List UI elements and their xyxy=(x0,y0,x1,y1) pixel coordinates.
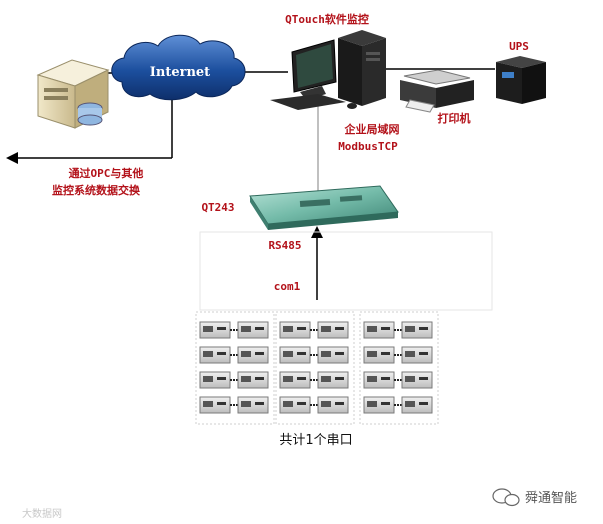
lan-label-line2: ModbusTCP xyxy=(338,140,398,153)
serial-device-groups xyxy=(195,311,439,425)
serial-device-icon xyxy=(401,346,433,364)
qt243-gateway-icon xyxy=(249,185,399,230)
serial-device-icon xyxy=(279,371,311,389)
qt243-label: QT243 xyxy=(201,201,234,214)
device-group-frame xyxy=(275,311,355,425)
serial-device-icon xyxy=(363,371,395,389)
serial-device-icon xyxy=(279,321,311,339)
watermark-left: 大数据网 xyxy=(22,507,62,520)
ups-label: UPS xyxy=(509,40,529,53)
watermark-right: 舜通智能 xyxy=(525,491,577,506)
serial-device-icon xyxy=(401,321,433,339)
server-icon xyxy=(36,59,110,129)
serial-device-icon xyxy=(363,346,395,364)
background-panel xyxy=(199,231,493,311)
serial-device-icon xyxy=(317,346,349,364)
serial-device-icon xyxy=(237,371,269,389)
serial-device-icon xyxy=(401,396,433,414)
workstation-icon xyxy=(270,30,386,110)
serial-device-icon xyxy=(279,396,311,414)
serial-device-icon xyxy=(363,321,395,339)
device-group-frame xyxy=(359,311,439,425)
serial-device-icon xyxy=(317,371,349,389)
opc-label-line2: 监控系统数据交换 xyxy=(52,183,141,197)
serial-device-icon xyxy=(317,396,349,414)
wechat-icon xyxy=(492,488,520,507)
ups-icon xyxy=(496,56,546,104)
serial-device-icon xyxy=(199,396,231,414)
serial-total-label: 共计1个串口 xyxy=(279,433,352,448)
serial-device-icon xyxy=(279,346,311,364)
serial-device-icon xyxy=(237,346,269,364)
serial-device-icon xyxy=(317,321,349,339)
serial-device-icon xyxy=(199,321,231,339)
serial-device-icon xyxy=(199,371,231,389)
serial-device-icon xyxy=(363,396,395,414)
internet-cloud-icon xyxy=(111,34,246,101)
serial-device-icon xyxy=(401,371,433,389)
com1-label: com1 xyxy=(274,280,301,293)
printer-icon xyxy=(400,69,474,113)
qtouch-label: QTouch软件监控 xyxy=(285,12,369,26)
rs485-label: RS485 xyxy=(268,239,301,252)
lan-label-line1: 企业局域网 xyxy=(344,122,400,136)
serial-device-icon xyxy=(237,321,269,339)
printer-label: 打印机 xyxy=(438,111,471,125)
serial-device-icon xyxy=(237,396,269,414)
device-group-frame xyxy=(195,311,275,425)
serial-device-icon xyxy=(199,346,231,364)
opc-label-line1: 通过OPC与其他 xyxy=(69,166,144,180)
internet-label: Internet xyxy=(150,65,210,80)
